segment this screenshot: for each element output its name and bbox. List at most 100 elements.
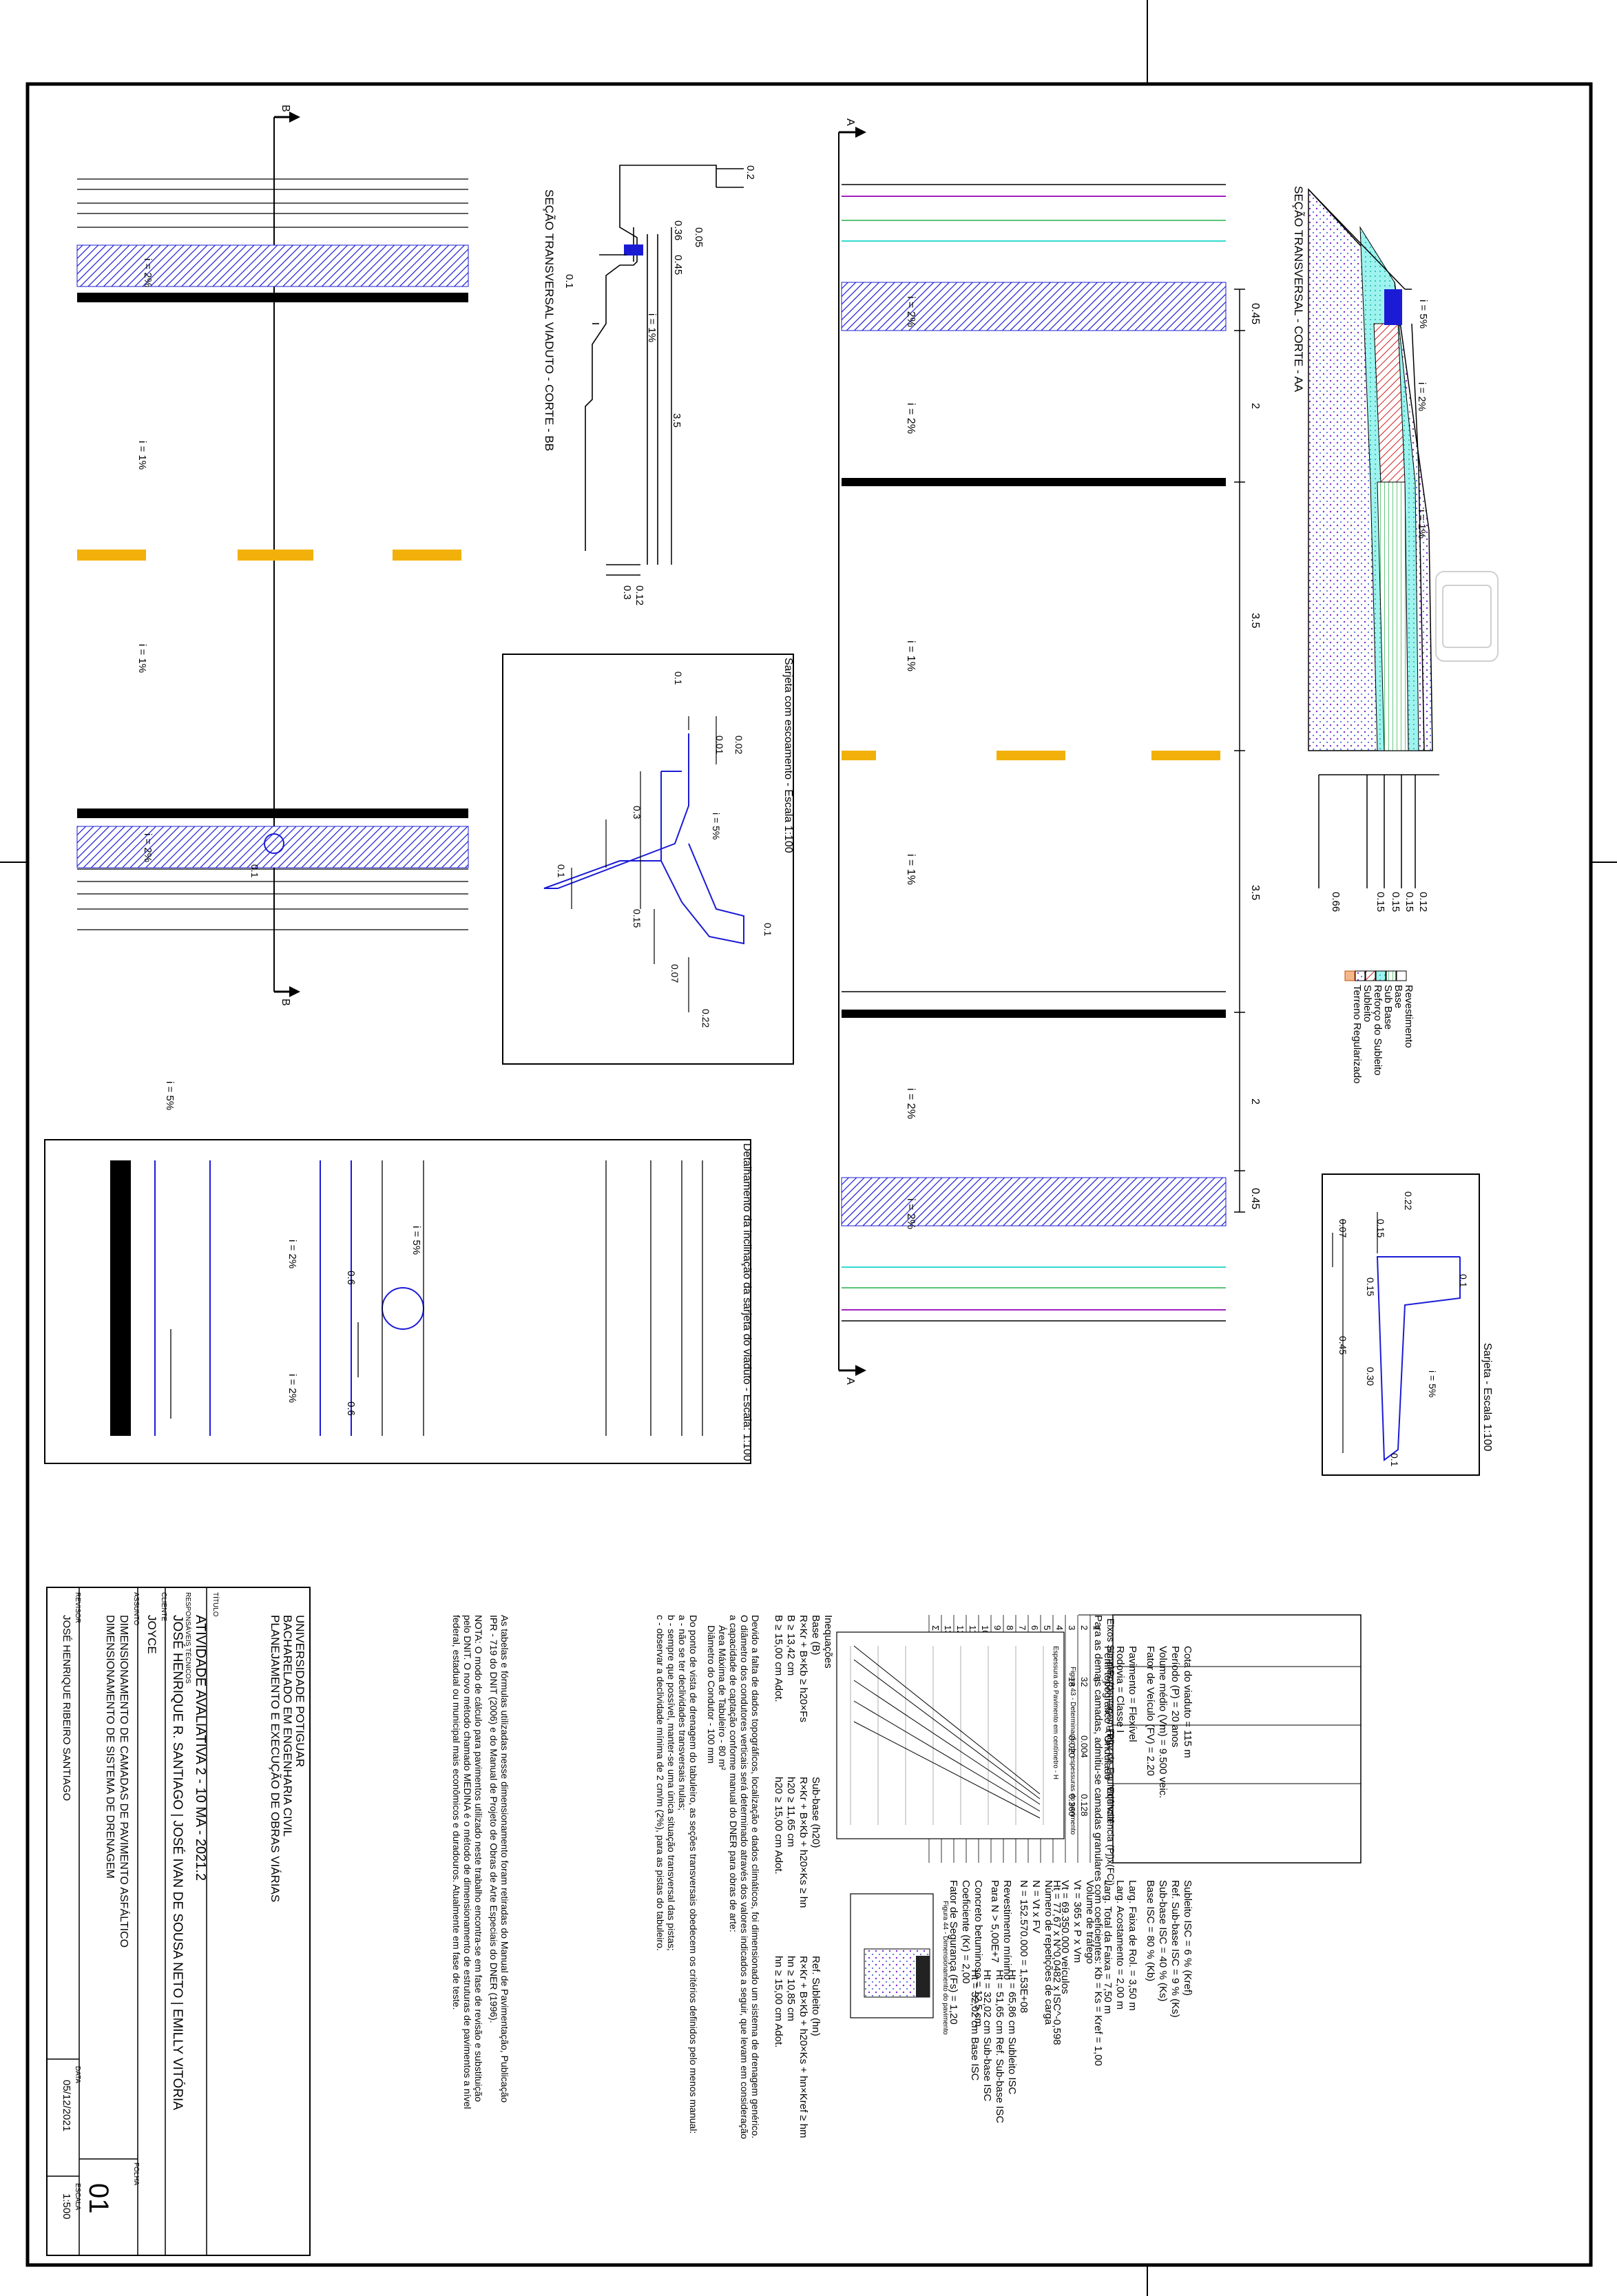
- layer-thickness-3: 0.15: [1375, 892, 1386, 912]
- notes-0: As tabelas e fórmulas utilizadas nesse d…: [499, 1615, 510, 2102]
- table-cell: 1: [1092, 1625, 1102, 1630]
- institution-1: BACHARELADO EM ENGENHARIA CIVIL: [281, 1615, 294, 1837]
- escala-label: ESCALA: [74, 2183, 81, 2211]
- params2-6: Larg. Total da Faixa = 7,50 m: [1102, 1880, 1114, 2014]
- ineq-base-0: Base (B): [810, 1615, 822, 1655]
- traffic-5: N = 152.570.000 = 1,53E+08: [1018, 1880, 1030, 2013]
- detail-dim-1: 0.6: [345, 1401, 357, 1416]
- legend-item-4: Subleito: [1362, 985, 1373, 1022]
- go-dim-2: 0.1: [673, 671, 684, 685]
- traffic-10: Fator de Segurança (Fs) = 1,20: [948, 1880, 959, 2025]
- institution-2: PLANEJAMENTO E EXECUÇÃO DE OBRAS VIÁRIAS: [269, 1615, 282, 1902]
- drainage-3: Área Máxima de Tabuleiro - 80 m²: [717, 1625, 728, 1771]
- slope-aa-2: i = 1%: [905, 854, 917, 885]
- slope-aa-shoulder-0: i = 2%: [905, 296, 917, 327]
- table-cell: 8: [1005, 1625, 1015, 1630]
- inclination-detail: Detalhamento da inclinação da sarjeta do…: [44, 1139, 753, 1464]
- slope-aa-3: i = 2%: [905, 1088, 917, 1119]
- folha: 01: [83, 2183, 114, 2214]
- gutter-outflow-title: Sarjeta com escoamento - Escala 1:100: [782, 658, 794, 853]
- slope-bb-3: i = 2%: [142, 833, 154, 862]
- g-dim-4: 0.15: [1365, 1277, 1376, 1296]
- ht-formula-line: Ht = 77,67 x N^0,0482 x ISC^-0,598: [1051, 1880, 1063, 2045]
- section-aa-title: SEÇÃO TRANSVERSAL - CORTE - AA: [1292, 186, 1305, 393]
- g-dim-6: 0.30: [1365, 1367, 1376, 1386]
- drainage-4: Diâmetro do Condutor - 100 mm: [706, 1625, 717, 1764]
- table-cell: 5: [1042, 1625, 1052, 1630]
- table-cell: 6: [1030, 1625, 1040, 1630]
- ht-result-b: Ht = 51,65 cm Ref. Sub-base ISC: [994, 1970, 1005, 2123]
- ineq-ref-0: Ref. Subleito (hn): [810, 1956, 822, 2036]
- table-header-1: Porcentagem (Pj): [1105, 1670, 1116, 1745]
- g-dim-3: 0.1: [1458, 1274, 1469, 1288]
- go-dim-0: 0.02: [733, 735, 744, 754]
- drainage-8: c - observar a declividade mínima de 2 c…: [655, 1615, 666, 1951]
- table-cell: 9: [992, 1625, 1003, 1630]
- table-cell: 0.004: [1079, 1735, 1089, 1758]
- granular-note: Para as demais camadas, admitiu-se camad…: [1092, 1615, 1104, 2066]
- ineq-sub-1: R×Kr + B×Kb + h20×Ks ≥ hn: [797, 1777, 809, 1908]
- cut-marker-b-top: [274, 112, 300, 123]
- go-dim-4: 0.15: [632, 909, 643, 928]
- legend-item-3: Reforço do Subleito: [1372, 985, 1384, 1076]
- small-dim-bb: 0.1: [249, 864, 260, 878]
- dim-aa-4: 2: [1249, 1098, 1261, 1105]
- section-bb-plan: B B i = 2% i = 1% i = 1% i = 2% i = 5%: [76, 105, 469, 1110]
- params2-2: Sub-base ISC = 40 % (Ks): [1157, 1880, 1169, 2001]
- go-dim-1: 0.01: [714, 735, 725, 754]
- folha-label: FOLHA: [132, 2162, 140, 2186]
- titulo: ATIVIDADE AVALIATIVA 2 - 10 MA - 2021.2: [193, 1615, 208, 1881]
- ineq-ref-2: hn ≥ 10,85 cm: [785, 1956, 797, 2021]
- titulo-label: TÍTULO: [211, 1592, 220, 1617]
- params-4: Pavimento = Flexível: [1127, 1646, 1138, 1742]
- ineq-base-1: R×Kr + B×Kb ≥ h20×Fs: [797, 1615, 809, 1722]
- cut-marker-a-label: A: [844, 118, 856, 126]
- figure-44: Figura 44 - Dimensionamento do pavimento: [850, 1893, 949, 2035]
- traffic-7: Para N > 5,00E+7: [989, 1880, 1001, 1963]
- data-label: DATA: [74, 2066, 81, 2084]
- slope-bb-4: i = 5%: [164, 1081, 176, 1110]
- cut-marker-a-bottom: [839, 1365, 866, 1376]
- go-dim-5: 0.1: [762, 923, 773, 937]
- go-dim-7: 0.22: [700, 1009, 711, 1027]
- layer-base: [1377, 481, 1409, 751]
- truck-icon: [1435, 571, 1499, 662]
- bb-dim-7: 0.3: [621, 585, 633, 600]
- detail-dim-0: 0.6: [345, 1271, 357, 1285]
- ineq-title: Inequações: [822, 1615, 834, 1669]
- institution-0: UNIVERSIDADE POTIGUAR: [293, 1615, 306, 1767]
- assunto-1: DIMENSIONAMENTO DE SISTEMA DE DRENAGEM: [104, 1615, 116, 1879]
- table-cell: 32: [1079, 1677, 1089, 1687]
- legend: Revestimento Base Sub Base Reforço do Su…: [1344, 970, 1415, 1083]
- params2-0: Subleito ISC = 6 % (Kref): [1182, 1880, 1193, 1996]
- notes-4: federal, estadual ou municipal mais econ…: [451, 1615, 462, 2010]
- bb-dim-2: 0.36: [672, 220, 684, 240]
- table-header-3: Equivalência (Pj)x(FCj): [1105, 1787, 1116, 1886]
- params2-3: Base ISC = 80 % (Kb): [1145, 1880, 1156, 1981]
- layer-thickness-2: 0.15: [1390, 892, 1401, 912]
- params-3: Fator de Veículo (FV) = 2.20: [1145, 1646, 1156, 1776]
- drainage-1: O diâmetro dos condutores verticais será…: [739, 1615, 750, 2139]
- bb-slope: i = 1%: [646, 313, 658, 342]
- fig44-caption: Figura 44 - Dimensionamento do pavimento: [941, 1901, 949, 2035]
- title-block: UNIVERSIDADE POTIGUAR BACHARELADO EM ENG…: [46, 1587, 311, 2256]
- drainage-0: Devido a falta de dados topográficos, lo…: [750, 1615, 761, 2138]
- notes-text: As tabelas e fórmulas utilizadas nesse d…: [451, 1615, 510, 2109]
- bb-dim-3: 0.45: [672, 255, 684, 275]
- ht-result-c: Ht = 32,02 cm Sub-base ISC: [981, 1970, 993, 2102]
- layer-thickness-4: 0.66: [1330, 892, 1342, 912]
- ineq-base-2: B ≥ 13,42 cm: [785, 1615, 797, 1676]
- detail-title: Detalhamento da inclinação da sarjeta do…: [741, 1143, 753, 1461]
- g-dim-7: 0.1: [1389, 1453, 1400, 1467]
- traffic-6: Revestimento mínimo: [1001, 1880, 1013, 1980]
- traffic-8: Concreto betuminoso = 12,5 cm: [972, 1880, 984, 2027]
- assunto-0: DIMENSIONAMENTO DE CAMADAS DE PAVIMENTO …: [118, 1615, 131, 1948]
- layer-thickness-1: 0.15: [1404, 892, 1415, 912]
- escala-value: 1:500: [61, 2193, 72, 2220]
- figure-43: Espessura do Pavimento em centímetro - H…: [836, 1631, 1076, 1839]
- cliente: JOYCE: [145, 1615, 158, 1654]
- params-1: Período (P) = 20 anos: [1169, 1646, 1181, 1747]
- fig43-title: Espessura do Pavimento em centímetro - H: [1052, 1646, 1059, 1780]
